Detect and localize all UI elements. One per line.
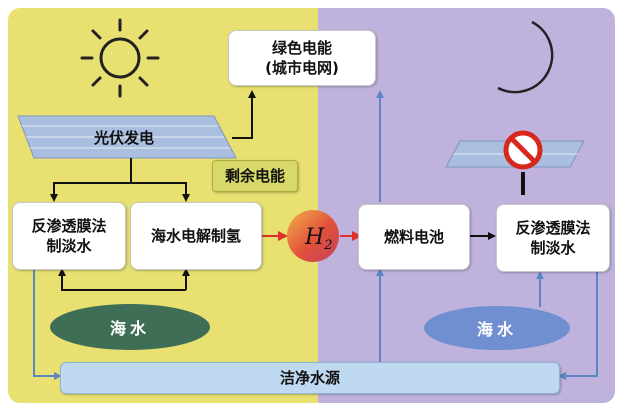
h2-subscript: 2: [323, 238, 332, 253]
fuel-cell-box: 燃料电池: [358, 204, 470, 270]
pv-label: 光伏发电: [94, 129, 155, 147]
ro-left-line2: 制淡水: [46, 237, 92, 255]
seawater-left: 海水: [50, 304, 210, 350]
surplus-power-label: 剩余电能: [224, 167, 285, 185]
arrow-pv-to-ro: [50, 182, 131, 202]
green-power-title: 绿色电能: [271, 39, 332, 57]
surplus-power-box: 剩余电能: [212, 160, 298, 192]
no-sign-icon: [503, 130, 543, 170]
arrow-pv-to-grid: [232, 90, 256, 139]
arrow-ro-right-to-clean: [558, 262, 598, 380]
h2-letter: H: [304, 225, 325, 250]
arrow-seawater-to-ro: [58, 268, 186, 291]
green-power-subtitle: (城市电网): [265, 59, 339, 77]
clean-water-box: 洁净水源: [60, 362, 560, 394]
ro-left-box: 反渗透膜法 制淡水: [12, 202, 126, 270]
clean-water-label: 洁净水源: [279, 369, 340, 387]
ro-left-line1: 反渗透膜法: [31, 217, 107, 235]
arrow-ro-left-to-clean: [33, 270, 62, 380]
sun-icon: [80, 18, 160, 98]
svg-text:H2: H2: [304, 225, 332, 253]
ro-right-line2: 制淡水: [530, 239, 576, 257]
seawater-right: 海水: [424, 306, 570, 350]
fuel-cell-label: 燃料电池: [383, 228, 444, 246]
arrow-pv-to-electrolysis: [131, 182, 190, 202]
solar-panel-icon: [17, 115, 237, 159]
electrolysis-box: 海水电解制氢: [130, 202, 262, 270]
ro-right-box: 反渗透膜法 制淡水: [496, 204, 610, 272]
seawater-right-label: 海水: [476, 320, 517, 339]
h2-node: [287, 210, 339, 262]
ro-right-line1: 反渗透膜法: [515, 219, 591, 237]
electrolysis-label: 海水电解制氢: [150, 227, 241, 245]
moon-icon: [497, 20, 554, 94]
seawater-left-label: 海水: [109, 319, 150, 338]
green-power-box: 绿色电能 (城市电网): [228, 30, 376, 86]
